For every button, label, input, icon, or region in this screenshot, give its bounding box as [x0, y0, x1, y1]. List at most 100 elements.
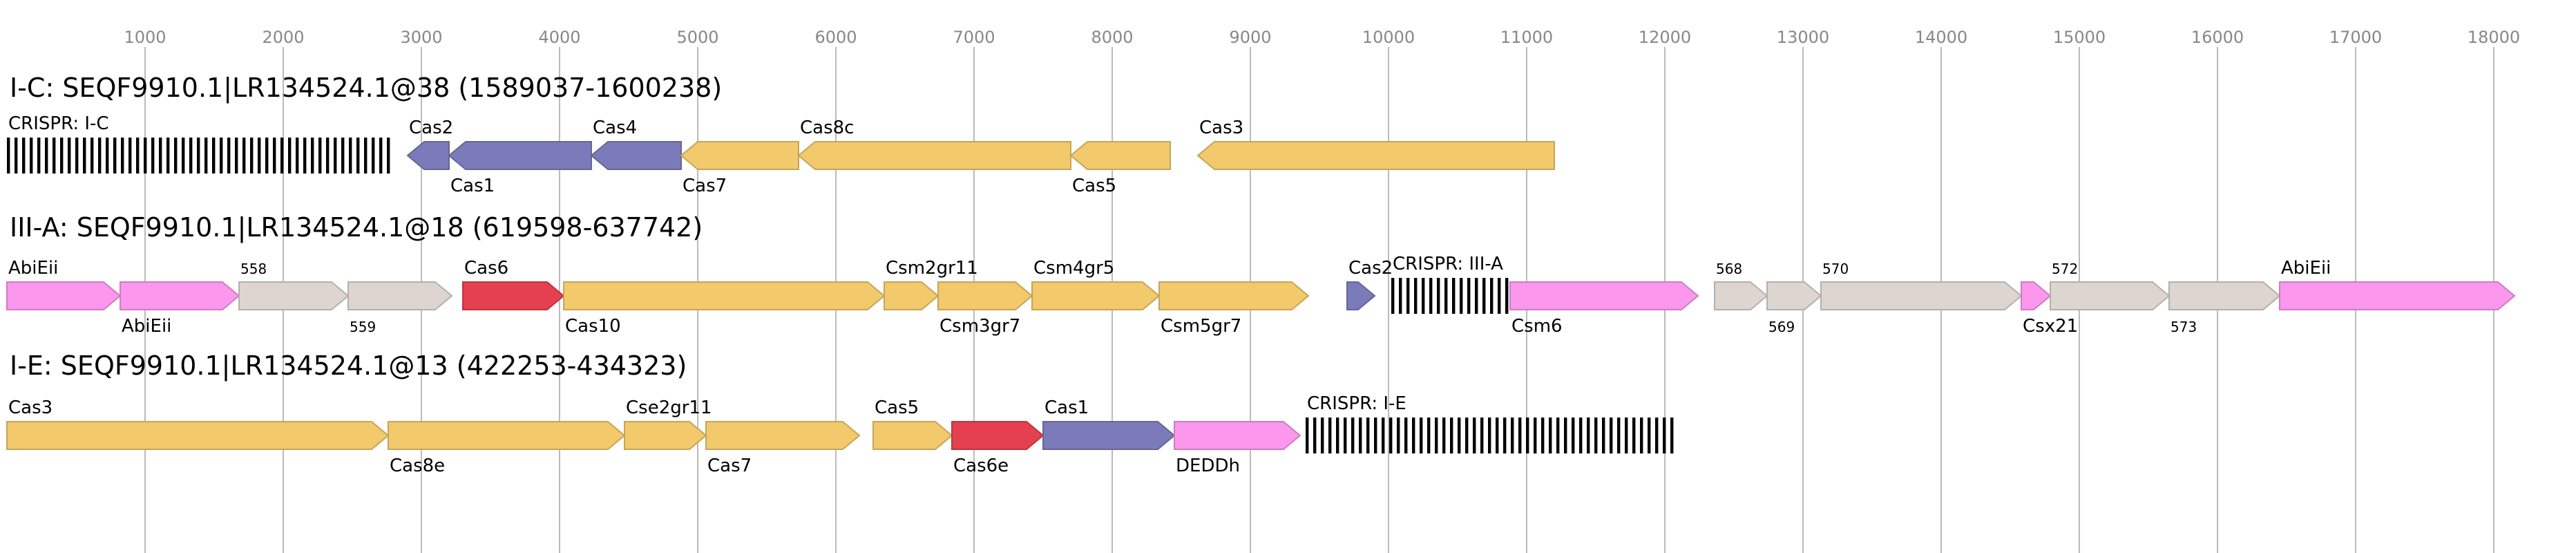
- crispr-repeat: [1564, 418, 1567, 453]
- crispr-repeat: [1602, 418, 1605, 453]
- crispr-repeat: [296, 138, 299, 174]
- crispr-repeat: [144, 138, 147, 174]
- crispr-repeat: [1467, 278, 1471, 314]
- crispr-repeat: [1625, 418, 1628, 453]
- crispr-repeat: [334, 138, 337, 174]
- crispr-repeat: [1475, 278, 1478, 314]
- gene-label: Csm5gr7: [1161, 316, 1241, 337]
- gene-label: Cas2: [1348, 258, 1393, 279]
- crispr-repeat: [1655, 418, 1659, 453]
- crispr-repeat: [1427, 418, 1431, 453]
- crispr-repeat: [60, 138, 64, 174]
- crispr-repeat: [166, 138, 170, 174]
- crispr-repeat: [113, 138, 117, 174]
- gene-label: Cas6e: [953, 456, 1009, 476]
- crispr-repeat: [90, 138, 94, 174]
- gene-cas5-arrow: [1069, 141, 1171, 170]
- gene-label: AbiEii: [8, 258, 58, 279]
- axis-tick-label: 8000: [1091, 28, 1133, 47]
- track-features: Cas3Cas8eCse2gr11Cas7Cas5Cas6eCas1DEDDhC…: [6, 393, 1674, 476]
- crispr-repeat: [258, 138, 261, 174]
- axis-tick-label: 10000: [1362, 28, 1415, 47]
- crispr-repeat: [159, 138, 162, 174]
- gene-cas3-arrow: [1196, 141, 1555, 170]
- crispr-array: [1306, 418, 1674, 453]
- gene-570-arrow: [1820, 281, 2023, 310]
- axis-tick-label: 5000: [676, 28, 718, 47]
- crispr-repeat: [1503, 418, 1507, 453]
- gene-label: Cas1: [1044, 397, 1089, 418]
- axis-tick-label: 6000: [814, 28, 857, 47]
- gene-label: Cas6: [464, 258, 508, 279]
- gene-label: AbiEii: [122, 316, 171, 337]
- crispr-repeat: [37, 138, 41, 174]
- crispr-repeat: [68, 138, 71, 174]
- crispr-repeat: [1490, 278, 1494, 314]
- axis-tick-label: 3000: [400, 28, 442, 47]
- gene-label: Cas3: [8, 397, 53, 418]
- gene-csm4gr5-arrow: [1031, 281, 1161, 310]
- axis-tick-label: 2000: [262, 28, 304, 47]
- gene-abieii-arrow: [2279, 281, 2516, 310]
- gene-abieii-arrow: [6, 281, 122, 310]
- crispr-repeat: [174, 138, 178, 174]
- axis-tick-label: 17000: [2329, 28, 2382, 47]
- crispr-repeat: [1556, 418, 1560, 453]
- gene-label: Cas7: [707, 456, 752, 476]
- gene-label: Csm2gr11: [886, 258, 978, 279]
- track-iii-a: III-A: SEQF9910.1|LR134524.1@18 (619598-…: [6, 212, 2516, 337]
- crispr-repeat: [1366, 418, 1370, 453]
- crispr-repeat: [1442, 418, 1446, 453]
- crispr-repeat: [83, 138, 86, 174]
- crispr-repeat: [311, 138, 314, 174]
- crispr-repeat: [1351, 418, 1355, 453]
- crispr-repeat: [1640, 418, 1643, 453]
- crispr-repeat: [1422, 278, 1425, 314]
- gene-label: Cas5: [1072, 176, 1116, 196]
- crispr-repeat: [1579, 418, 1583, 453]
- gene-cas2-arrow: [406, 141, 450, 170]
- gene-label: Csm4gr5: [1033, 258, 1114, 279]
- crispr-repeat: [1420, 418, 1423, 453]
- gene-cse2gr11-arrow: [624, 421, 707, 450]
- gene-csm3gr7-arrow: [937, 281, 1033, 310]
- crispr-repeat: [1617, 418, 1621, 453]
- crispr-repeat: [1313, 418, 1317, 453]
- axis-tick-label: 1000: [124, 28, 166, 47]
- gene-label: Csm6: [1511, 316, 1563, 337]
- axis-tick-label: 7000: [953, 28, 995, 47]
- crispr-repeat: [204, 138, 208, 174]
- crispr-repeat: [1496, 418, 1499, 453]
- crispr-repeat: [1321, 418, 1324, 453]
- crispr-repeat: [136, 138, 140, 174]
- gene-csm5gr7-arrow: [1158, 281, 1310, 310]
- gene-label: Cas2: [409, 118, 453, 138]
- gene-cas7-arrow: [680, 141, 799, 170]
- crispr-repeat: [220, 138, 223, 174]
- gene-label: DEDDh: [1176, 456, 1240, 476]
- crispr-repeat: [1429, 278, 1433, 314]
- gene-558-arrow: [238, 281, 350, 310]
- crispr-repeat: [1526, 418, 1529, 453]
- track-title: III-A: SEQF9910.1|LR134524.1@18 (619598-…: [10, 212, 703, 243]
- crispr-repeat: [1412, 418, 1415, 453]
- axis-tick-label: 18000: [2468, 28, 2520, 47]
- crispr-repeat: [1397, 418, 1400, 453]
- crispr-repeat: [1306, 418, 1309, 453]
- crispr-repeat: [318, 138, 322, 174]
- gene-csx21-arrow: [2021, 281, 2052, 310]
- track-features: AbiEiiAbiEii558559Cas6Cas10Csm2gr11Csm3g…: [6, 254, 2516, 337]
- gene-cas6-arrow: [462, 281, 565, 310]
- gene-label: CRISPR: III-A: [1393, 254, 1503, 274]
- crispr-repeat: [1632, 418, 1636, 453]
- crispr-repeat: [1610, 418, 1613, 453]
- crispr-repeat: [1498, 278, 1501, 314]
- crispr-repeat: [1406, 278, 1410, 314]
- crispr-repeat: [189, 138, 193, 174]
- gene-label: AbiEii: [2281, 258, 2331, 279]
- crispr-repeat: [364, 138, 368, 174]
- crispr-repeat: [349, 138, 352, 174]
- gene-cas6e-arrow: [951, 421, 1044, 450]
- crispr-repeat: [1452, 278, 1456, 314]
- crispr-repeat: [1480, 418, 1484, 453]
